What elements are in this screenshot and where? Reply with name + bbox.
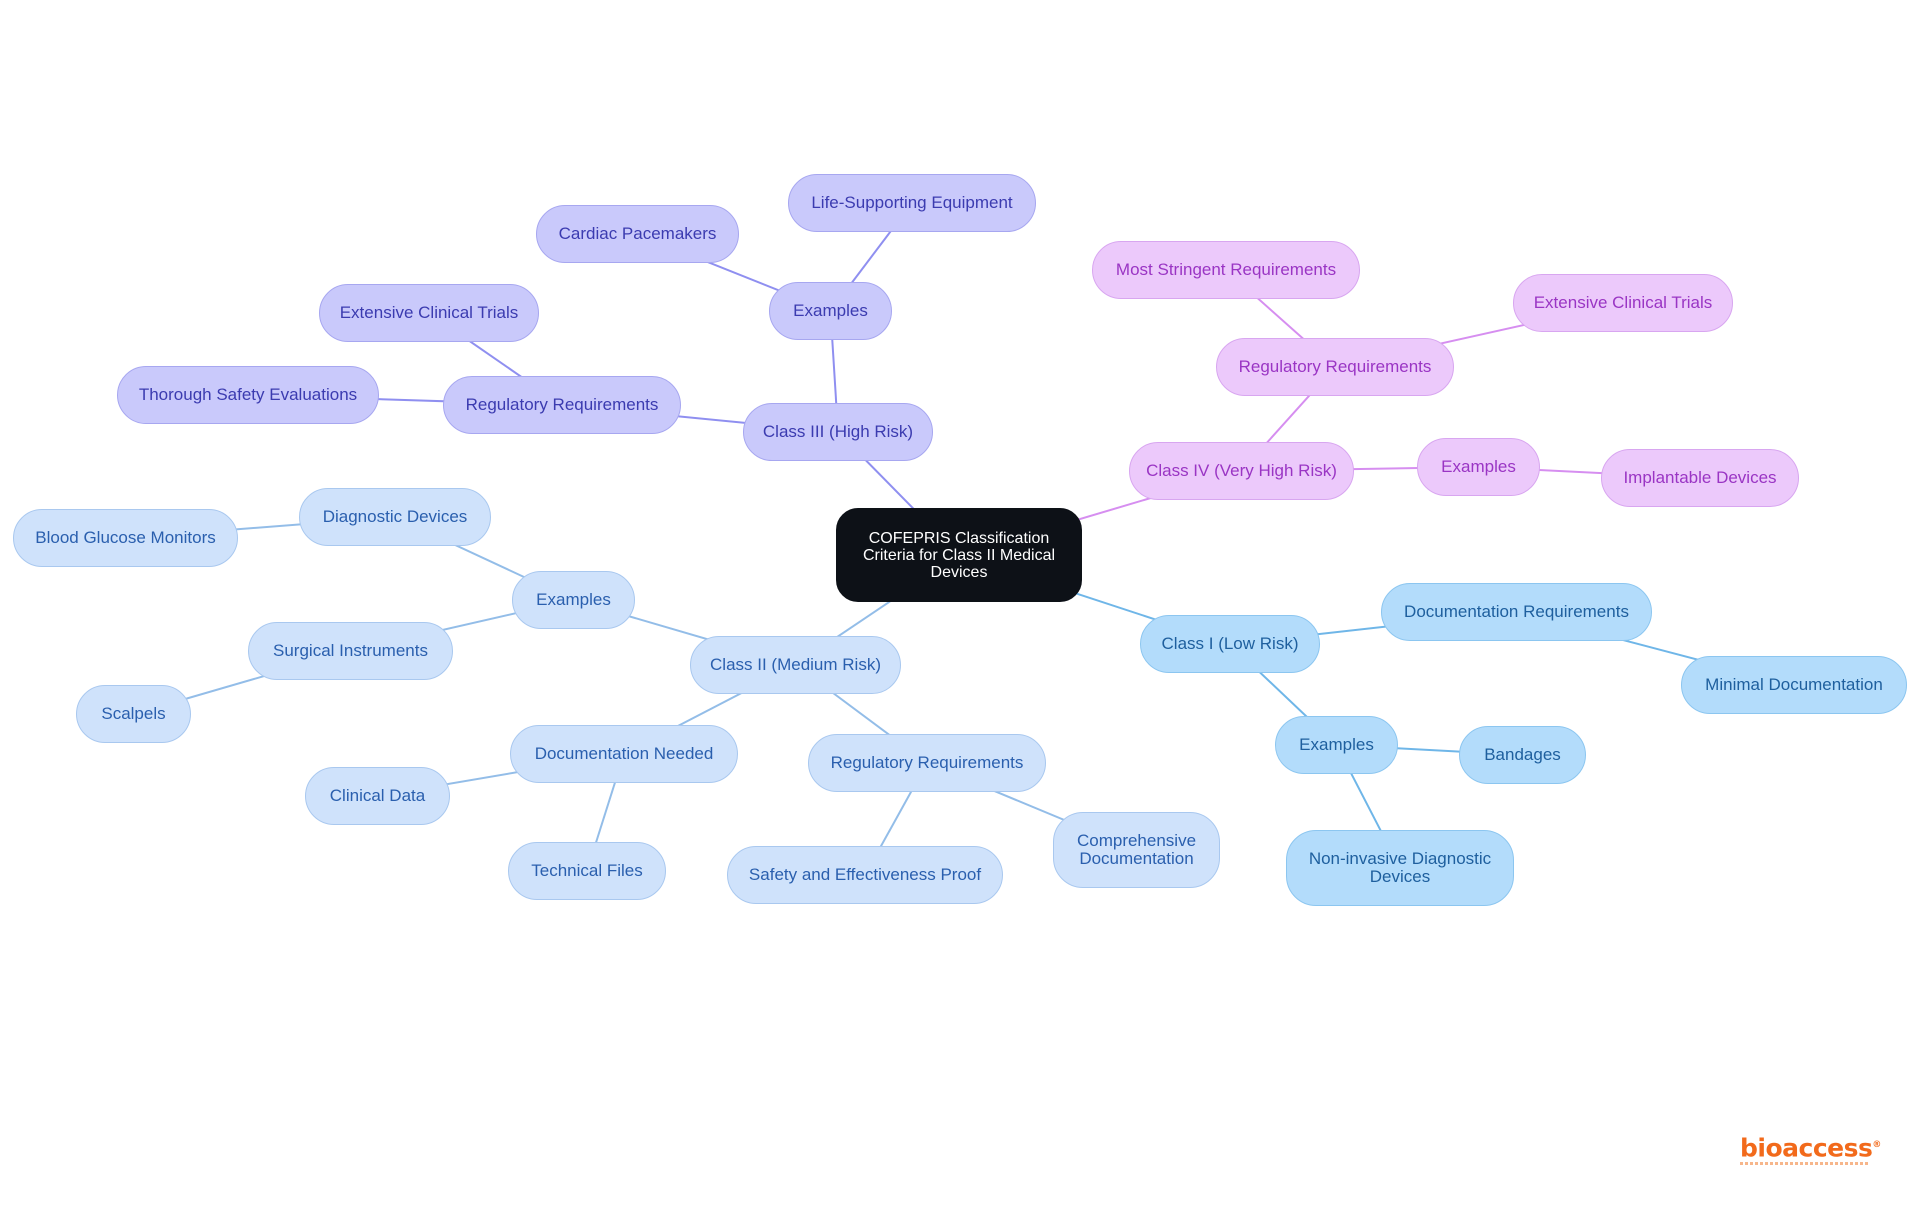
class-ii-regulatory-node[interactable]: Regulatory Requirements xyxy=(808,734,1046,792)
non-invasive-node[interactable]: Non-invasive Diagnostic Devices xyxy=(1286,830,1514,906)
logo-tagline xyxy=(1740,1162,1868,1166)
clinical-data-node[interactable]: Clinical Data xyxy=(305,767,450,825)
class-iii-node[interactable]: Class III (High Risk) xyxy=(743,403,933,461)
root-node[interactable]: COFEPRIS Classification Criteria for Cla… xyxy=(836,508,1082,602)
cardiac-pacemakers-node[interactable]: Cardiac Pacemakers xyxy=(536,205,739,263)
class-iv-clinical-trials-node[interactable]: Extensive Clinical Trials xyxy=(1513,274,1733,332)
surgical-instruments-node[interactable]: Surgical Instruments xyxy=(248,622,453,680)
class-i-examples-node[interactable]: Examples xyxy=(1275,716,1398,774)
class-iv-regulatory-node[interactable]: Regulatory Requirements xyxy=(1216,338,1454,396)
class-ii-examples-node[interactable]: Examples xyxy=(512,571,635,629)
life-supporting-equipment-node[interactable]: Life-Supporting Equipment xyxy=(788,174,1036,232)
technical-files-node[interactable]: Technical Files xyxy=(508,842,666,900)
class-iv-node[interactable]: Class IV (Very High Risk) xyxy=(1129,442,1354,500)
safety-effectiveness-node[interactable]: Safety and Effectiveness Proof xyxy=(727,846,1003,904)
class-iii-examples-node[interactable]: Examples xyxy=(769,282,892,340)
documentation-needed-node[interactable]: Documentation Needed xyxy=(510,725,738,783)
diagnostic-devices-node[interactable]: Diagnostic Devices xyxy=(299,488,491,546)
thorough-safety-node[interactable]: Thorough Safety Evaluations xyxy=(117,366,379,424)
implantable-devices-node[interactable]: Implantable Devices xyxy=(1601,449,1799,507)
class-iii-regulatory-node[interactable]: Regulatory Requirements xyxy=(443,376,681,434)
class-ii-node[interactable]: Class II (Medium Risk) xyxy=(690,636,901,694)
logo-wordmark: bioaccess® xyxy=(1740,1133,1881,1163)
comprehensive-documentation-node[interactable]: Comprehensive Documentation xyxy=(1053,812,1220,888)
bandages-node[interactable]: Bandages xyxy=(1459,726,1586,784)
most-stringent-node[interactable]: Most Stringent Requirements xyxy=(1092,241,1360,299)
class-iii-clinical-trials-node[interactable]: Extensive Clinical Trials xyxy=(319,284,539,342)
documentation-requirements-node[interactable]: Documentation Requirements xyxy=(1381,583,1652,641)
class-i-node[interactable]: Class I (Low Risk) xyxy=(1140,615,1320,673)
bioaccess-logo: bioaccess® xyxy=(1740,1132,1881,1166)
class-iv-examples-node[interactable]: Examples xyxy=(1417,438,1540,496)
scalpels-node[interactable]: Scalpels xyxy=(76,685,191,743)
blood-glucose-node[interactable]: Blood Glucose Monitors xyxy=(13,509,238,567)
minimal-documentation-node[interactable]: Minimal Documentation xyxy=(1681,656,1907,714)
